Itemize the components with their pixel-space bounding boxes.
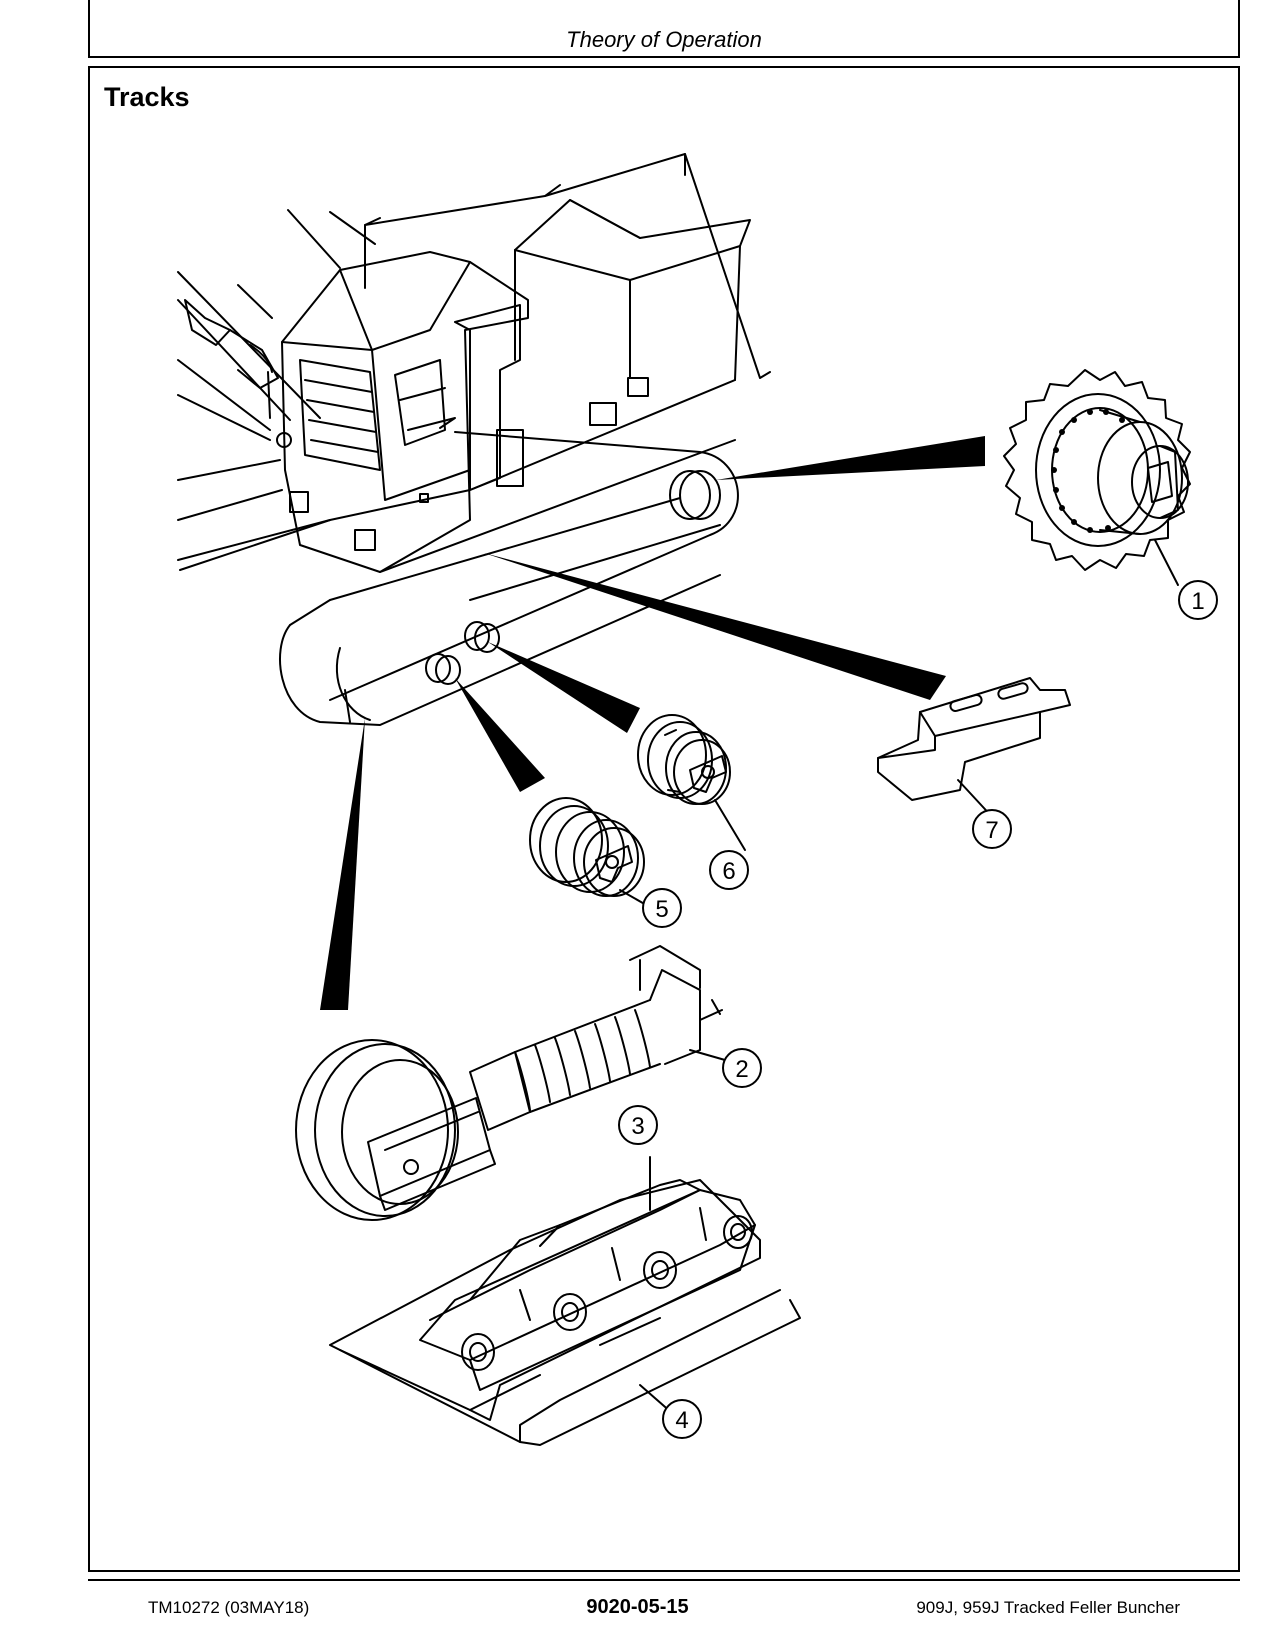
idler-recoil-drawing [295, 945, 726, 1221]
sprocket-drawing [1003, 369, 1191, 571]
track-guide-drawing [877, 677, 1071, 821]
callout-7: 7 [985, 817, 998, 844]
callout-6: 6 [722, 858, 735, 885]
content-frame: Tracks [88, 66, 1240, 1572]
header-title: Theory of Operation [566, 27, 762, 52]
leader-wedges [320, 436, 985, 1010]
callout-5: 5 [655, 896, 668, 923]
callout-1: 1 [1191, 588, 1204, 615]
callout-4: 4 [675, 1407, 688, 1434]
page-header: Theory of Operation [88, 0, 1240, 58]
machine-drawing [177, 153, 771, 573]
footer-page-number: 9020-05-15 [586, 1596, 689, 1618]
footer-model: 909J, 959J Tracked Feller Buncher [916, 1598, 1180, 1617]
tracks-illustration: 1 2 3 4 5 6 7 [177, 153, 1218, 1446]
track-roller-drawing [529, 797, 656, 911]
footer-doc-id: TM10272 (03MAY18) [148, 1598, 310, 1617]
carrier-roller-drawing [637, 714, 746, 851]
track-chain-drawing [329, 1156, 801, 1446]
section-title: Tracks [104, 82, 190, 112]
undercarriage-drawing [279, 431, 739, 726]
callout-circles [618, 580, 1218, 1439]
footer-rule [88, 1579, 1240, 1581]
callout-3: 3 [631, 1113, 644, 1140]
callout-2: 2 [735, 1056, 748, 1083]
